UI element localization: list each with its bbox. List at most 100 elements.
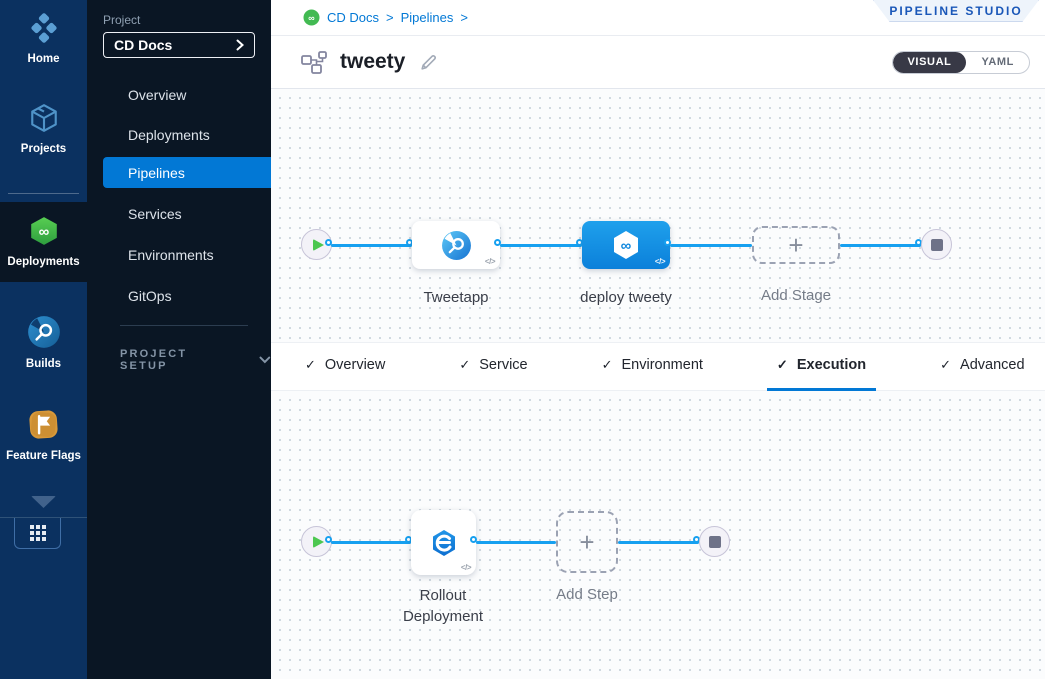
- edit-pipeline-name-button[interactable]: [419, 53, 438, 72]
- tab-label: Execution: [796, 357, 867, 373]
- sidebar-divider: [120, 325, 248, 326]
- rail-item-home[interactable]: Home: [0, 12, 87, 65]
- module-rail: Home Projects ∞ Deployments: [0, 0, 87, 679]
- sidebar-item-label: GitOps: [128, 287, 172, 304]
- stage-canvas[interactable]: </> ∞ </> + Tweetapp deploy tweety Add S…: [271, 89, 1045, 342]
- rail-item-feature-flags[interactable]: Feature Flags: [0, 408, 87, 462]
- ci-build-icon: [441, 230, 471, 260]
- execution-end-node: [699, 526, 730, 557]
- grid-icon: [29, 525, 46, 541]
- visual-yaml-toggle: VISUAL YAML: [891, 51, 1030, 74]
- svg-text:∞: ∞: [621, 238, 632, 255]
- step-label: Rollout Deployment: [402, 587, 484, 625]
- visual-toggle-button[interactable]: VISUAL: [892, 52, 967, 73]
- stage-node-tweetapp[interactable]: </>: [412, 221, 500, 269]
- check-icon: ✓: [601, 357, 613, 372]
- breadcrumb-project-link[interactable]: CD Docs: [327, 10, 380, 25]
- stage-label: Tweetapp: [423, 289, 489, 306]
- play-icon: [313, 238, 324, 251]
- step-node-rollout-deployment[interactable]: </>: [411, 510, 476, 575]
- execution-canvas[interactable]: </> + Rollout Deployment Add Step: [271, 391, 1045, 679]
- project-selector-value: CD Docs: [114, 37, 173, 53]
- pipeline-title: tweety: [340, 50, 406, 73]
- tab-environment[interactable]: ✓ Environment: [592, 342, 713, 391]
- module-switcher-button[interactable]: [14, 518, 61, 549]
- sidebar-item-services[interactable]: Services: [103, 198, 271, 229]
- stop-icon: [708, 535, 721, 548]
- rail-more-chevron-icon[interactable]: [31, 496, 56, 508]
- breadcrumb-separator: >: [460, 10, 468, 25]
- rail-item-deployments[interactable]: ∞ Deployments: [0, 202, 87, 282]
- sidebar-item-label: Environments: [128, 246, 214, 263]
- code-icon: </>: [654, 257, 666, 266]
- rail-item-label: Home: [27, 53, 60, 65]
- sidebar-item-overview[interactable]: Overview: [103, 79, 271, 110]
- sidebar-item-label: Overview: [128, 86, 187, 103]
- sidebar-item-label: Pipelines: [128, 164, 185, 181]
- cd-module-icon: ∞: [303, 9, 320, 26]
- tab-advanced[interactable]: ✓ Advanced: [930, 342, 1034, 391]
- check-icon: ✓: [305, 357, 316, 372]
- rail-divider: [0, 517, 87, 518]
- deployments-icon: ∞: [28, 217, 60, 251]
- stage-node-deploy-tweety[interactable]: ∞ </>: [582, 221, 670, 269]
- breadcrumb-pipelines-link[interactable]: Pipelines: [400, 10, 454, 25]
- rail-item-projects[interactable]: Projects: [0, 102, 87, 155]
- connector-port: [325, 239, 332, 246]
- add-stage-button[interactable]: +: [752, 226, 840, 264]
- rail-item-label: Deployments: [7, 256, 80, 268]
- tab-label: Advanced: [960, 357, 1025, 373]
- code-icon: </>: [484, 257, 496, 266]
- connector-line: [840, 244, 921, 247]
- connector-line: [331, 541, 411, 544]
- sidebar-item-gitops[interactable]: GitOps: [103, 280, 271, 311]
- svg-text:∞: ∞: [38, 223, 49, 240]
- pipeline-icon: [301, 50, 327, 74]
- tab-execution[interactable]: ✓ Execution: [766, 342, 877, 391]
- rail-item-builds[interactable]: Builds: [0, 315, 87, 370]
- projects-icon: [28, 104, 60, 138]
- rail-divider: [8, 193, 79, 194]
- chevron-down-icon: [259, 356, 271, 364]
- cd-deploy-icon: ∞: [614, 231, 638, 259]
- connector-line: [500, 244, 582, 247]
- stage-config-tabs: ✓ Overview ✓ Service ✓ Environment ✓ Exe…: [271, 342, 1045, 391]
- tab-label: Overview: [324, 357, 386, 373]
- project-label: Project: [103, 13, 141, 27]
- tab-label: Service: [479, 357, 528, 373]
- add-stage-label: Add Stage: [760, 287, 832, 304]
- connector-port: [470, 536, 477, 543]
- check-icon: ✓: [459, 357, 471, 372]
- pipeline-header: tweety VISUAL YAML: [271, 36, 1045, 89]
- sidebar-item-pipelines[interactable]: Pipelines: [103, 157, 271, 188]
- check-icon: ✓: [940, 357, 952, 372]
- connector-port: [325, 536, 332, 543]
- project-sidebar: Project CD Docs Overview Deployments Pip…: [87, 0, 271, 679]
- project-setup-label: PROJECT SETUP: [120, 348, 188, 372]
- connector-line: [331, 244, 412, 247]
- code-icon: </>: [460, 563, 472, 572]
- rail-item-label: Feature Flags: [6, 450, 81, 462]
- home-icon: [28, 13, 60, 48]
- project-selector[interactable]: CD Docs: [103, 32, 255, 58]
- pipeline-studio-badge: PIPELINE STUDIO: [873, 0, 1039, 22]
- add-step-button[interactable]: +: [556, 511, 618, 573]
- add-step-label: Add Step: [556, 586, 618, 603]
- chevron-right-icon: [236, 39, 244, 51]
- pencil-icon: [421, 54, 437, 70]
- tab-label: Environment: [621, 357, 703, 373]
- feature-flags-icon: [27, 410, 60, 445]
- tab-overview[interactable]: ✓ Overview: [295, 342, 395, 391]
- connector-port: [664, 239, 671, 246]
- sidebar-item-deployments[interactable]: Deployments: [103, 119, 271, 150]
- rail-item-label: Builds: [25, 358, 62, 370]
- builds-icon: [27, 316, 61, 353]
- svg-text:∞: ∞: [308, 13, 315, 23]
- yaml-toggle-button[interactable]: YAML: [981, 56, 1014, 68]
- tab-service[interactable]: ✓ Service: [449, 342, 537, 391]
- project-setup-section-toggle[interactable]: PROJECT SETUP: [120, 348, 271, 372]
- connector-line: [618, 541, 699, 544]
- rollout-deployment-icon: [432, 529, 455, 556]
- sidebar-item-label: Services: [128, 205, 182, 222]
- sidebar-item-environments[interactable]: Environments: [103, 239, 271, 270]
